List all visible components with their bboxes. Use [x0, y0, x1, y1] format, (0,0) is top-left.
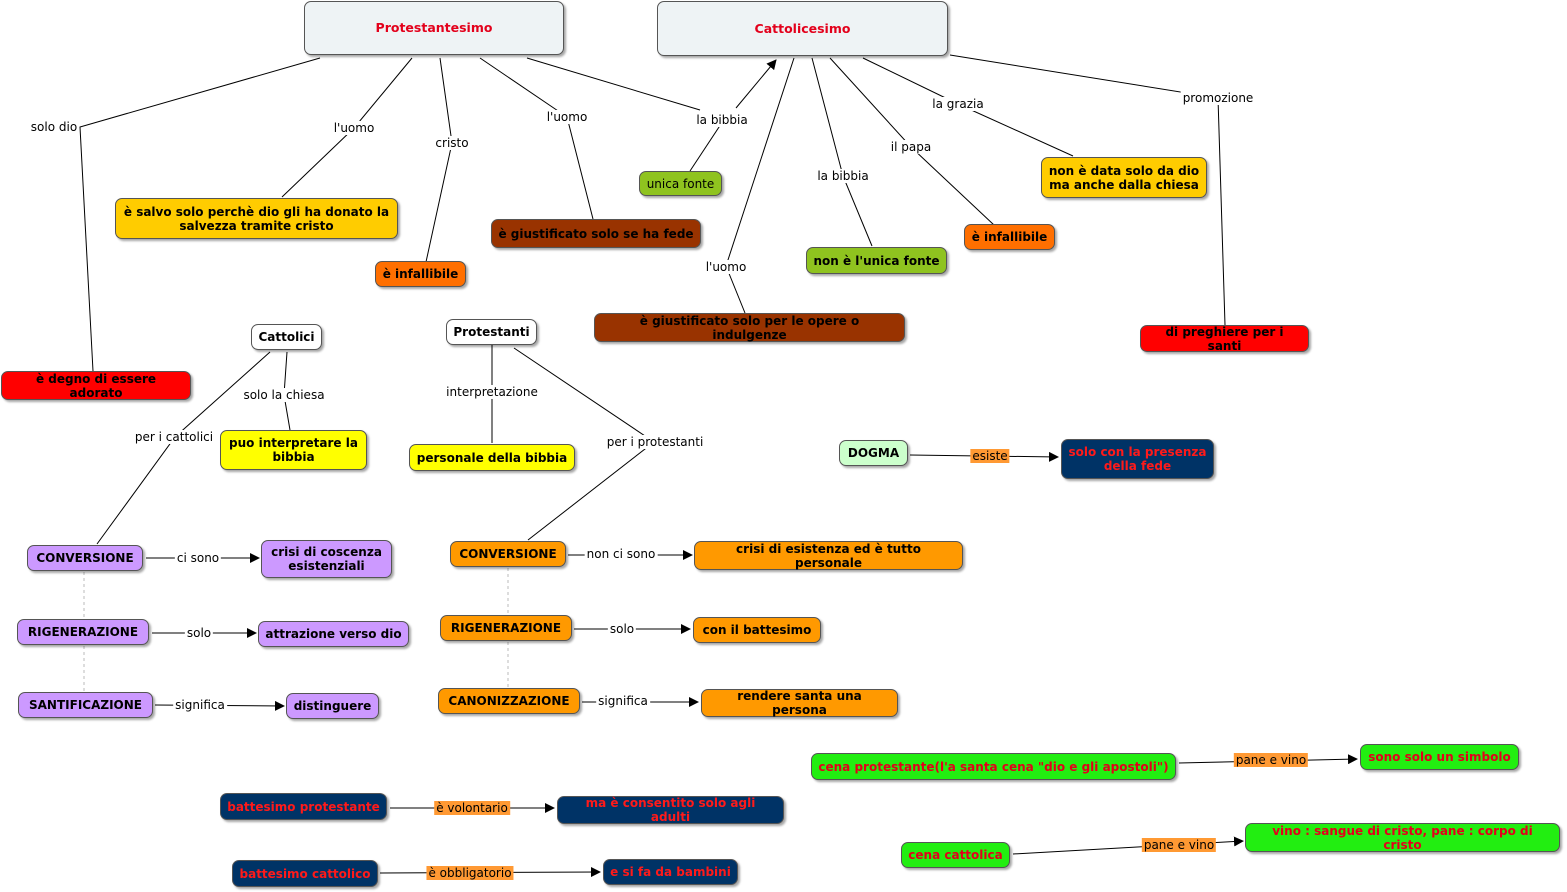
label-la-grazia: la grazia: [930, 97, 986, 111]
node-unica-fonte[interactable]: unica fonte: [639, 171, 722, 196]
node-preghiere-santi[interactable]: di preghiere per i santi: [1140, 325, 1309, 353]
link-line: [526, 57, 701, 111]
node-giustificato-opere[interactable]: è giustificato solo per le opere o indul…: [594, 313, 905, 342]
node-battesimo-protestante[interactable]: battesimo protestante: [220, 793, 387, 820]
label-la-bibbia-catt: la bibbia: [815, 169, 871, 183]
label-promozione: promozione: [1180, 91, 1256, 105]
node-battesimo-cattolico[interactable]: battesimo cattolico: [232, 860, 378, 887]
node-dogma[interactable]: DOGMA: [839, 440, 908, 466]
link-line: [425, 57, 453, 263]
node-battesimo[interactable]: con il battesimo: [693, 617, 821, 643]
node-cena-protestante[interactable]: cena protestante(l'a santa cena "dio e g…: [811, 753, 1176, 780]
node-giustificato-fede[interactable]: è giustificato solo se ha fede: [491, 219, 701, 248]
link-line: [689, 120, 724, 172]
label-interpretazione: interpretazione: [444, 385, 540, 399]
node-attrazione-dio[interactable]: attrazione verso dio: [258, 621, 409, 647]
link-line: [811, 57, 873, 247]
link-line: [479, 57, 594, 220]
node-simbolo[interactable]: sono solo un simbolo: [1360, 744, 1519, 770]
label-pane-vino-2: pane e vino: [1141, 838, 1217, 852]
label-solo-dio: solo dio: [28, 120, 80, 134]
node-canonizzazione[interactable]: CANONIZZAZIONE: [438, 688, 580, 714]
label-significa-prot: significa: [596, 694, 650, 708]
label-luomo-prot1: l'uomo: [331, 121, 377, 135]
node-infallibile-prot[interactable]: è infallibile: [375, 261, 466, 287]
node-puo-interpretare[interactable]: puo interpretare la bibbia: [220, 430, 367, 470]
label-ci-sono: ci sono: [174, 551, 222, 565]
node-rigenerazione-prot[interactable]: RIGENERAZIONE: [440, 615, 572, 641]
node-distinguere[interactable]: distinguere: [286, 693, 379, 719]
label-significa-catt: significa: [173, 698, 227, 712]
label-volontario: è volontario: [434, 801, 510, 815]
node-cattolici[interactable]: Cattolici: [251, 324, 322, 350]
link-line: [725, 57, 795, 314]
label-obbligatorio: è obbligatorio: [426, 866, 514, 880]
node-non-data-solo[interactable]: non è data solo da dio ma anche dalla ch…: [1041, 157, 1207, 198]
node-crisi-coscenza[interactable]: crisi di coscenza esistenziali: [261, 540, 392, 578]
label-per-i-protestanti: per i protestanti: [604, 435, 706, 449]
label-solo-la-chiesa: solo la chiesa: [241, 388, 327, 402]
label-pane-vino-1: pane e vino: [1233, 753, 1309, 767]
node-vino-sangue[interactable]: vino : sangue di cristo, pane : corpo di…: [1245, 823, 1560, 852]
label-luomo-prot2: l'uomo: [544, 110, 590, 124]
node-salvo-solo[interactable]: è salvo solo perchè dio gli ha donato la…: [115, 198, 398, 239]
node-conversione-catt[interactable]: CONVERSIONE: [27, 545, 143, 571]
node-rendere-santa[interactable]: rendere santa una persona: [701, 689, 898, 717]
node-cena-cattolica[interactable]: cena cattolica: [901, 842, 1010, 868]
arrow-line: [735, 59, 777, 109]
node-personale-bibbia[interactable]: personale della bibbia: [409, 444, 575, 471]
label-esiste: esiste: [970, 449, 1010, 463]
node-non-unica-fonte[interactable]: non è l'unica fonte: [806, 247, 947, 274]
label-luomo-catt: l'uomo: [703, 260, 749, 274]
node-protestanti[interactable]: Protestanti: [446, 319, 537, 345]
label-il-papa: il papa: [888, 140, 934, 154]
label-non-ci-sono: non ci sono: [584, 547, 658, 561]
node-consentito-adulti[interactable]: ma è consentito solo agli adulti: [557, 796, 784, 824]
node-bambini[interactable]: e si fa da bambini: [603, 859, 738, 885]
label-solo-catt: solo: [184, 626, 214, 640]
node-santificazione[interactable]: SANTIFICAZIONE: [18, 692, 153, 718]
node-infallibile-catt[interactable]: è infallibile: [964, 224, 1055, 250]
label-solo-prot: solo: [607, 622, 637, 636]
label-cristo: cristo: [433, 136, 471, 150]
node-protestantesimo[interactable]: Protestantesimo: [304, 1, 564, 55]
label-la-bibbia-top: la bibbia: [694, 113, 750, 127]
node-crisi-esistenza[interactable]: crisi di esistenza ed è tutto personale: [694, 541, 963, 570]
node-degno-adorato[interactable]: è degno di essere adorato: [1, 371, 191, 400]
node-cattolicesimo[interactable]: Cattolicesimo: [657, 1, 948, 56]
node-conversione-prot[interactable]: CONVERSIONE: [450, 541, 566, 567]
node-rigenerazione-catt[interactable]: RIGENERAZIONE: [17, 619, 149, 645]
label-per-i-cattolici: per i cattolici: [132, 430, 216, 444]
node-presenza-fede[interactable]: solo con la presenza della fede: [1061, 439, 1214, 479]
link-line: [79, 57, 321, 372]
